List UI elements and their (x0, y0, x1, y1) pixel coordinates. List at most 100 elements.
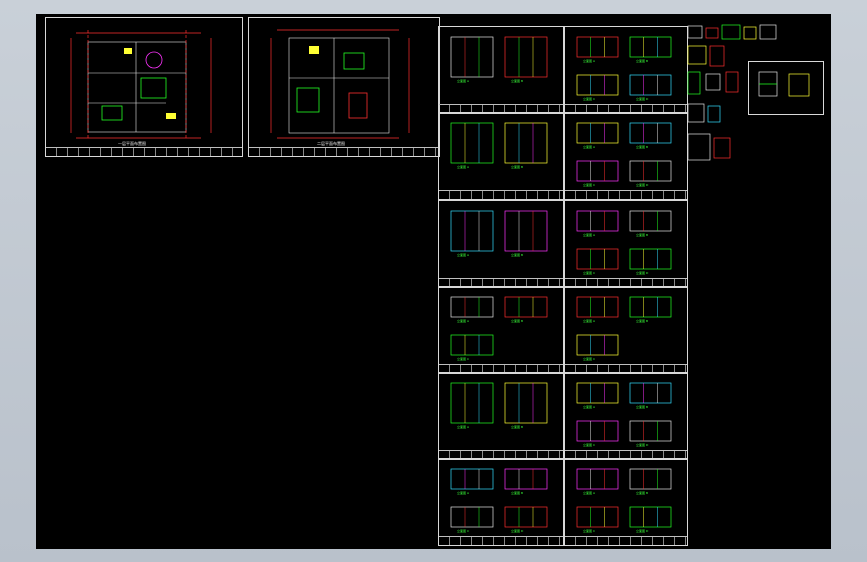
elevation-view-label: 立面图 B (636, 405, 649, 409)
elevation-view-frame (629, 506, 672, 528)
detail-cluster[interactable] (686, 22, 806, 172)
elevation-view-label: 立面图 C (583, 357, 596, 361)
title-block (46, 147, 242, 156)
elevation-view-frame (629, 296, 672, 318)
elevation-view-frame (450, 210, 494, 252)
elevation-view-frame (450, 506, 494, 528)
elevation-view-label: 立面图 A (457, 319, 470, 323)
title-block (439, 190, 563, 199)
elevation-view-label: 立面图 A (583, 59, 596, 63)
floor-plan-drawing-2 (270, 29, 410, 139)
elevation-view-frame (576, 210, 619, 232)
elevation-view-label: 立面图 D (636, 529, 649, 533)
elevation-drawing (576, 122, 672, 182)
elevation-view-frame (629, 248, 672, 270)
elevation-sheet[interactable]: 立面图 A 立面图 B 立面图 C (564, 286, 688, 374)
elevation-view-label: 立面图 A (583, 319, 596, 323)
elevation-view-frame (576, 420, 619, 442)
detail-cluster-drawing (687, 24, 777, 161)
elevation-view-frame (576, 334, 619, 356)
elevation-view-frame (576, 122, 619, 144)
elevation-view-frame (629, 468, 672, 490)
elevation-drawing (450, 382, 548, 424)
elevation-sheet[interactable]: 立面图 A 立面图 B (438, 112, 564, 200)
elevation-view-frame (629, 420, 672, 442)
elevation-view-label: 立面图 B (636, 233, 649, 237)
elevation-view-label: 立面图 C (457, 529, 470, 533)
elevation-view-label: 立面图 A (457, 491, 470, 495)
title-block (439, 364, 563, 373)
elevation-view-label: 立面图 A (457, 79, 470, 83)
elevation-view-label: 立面图 B (636, 319, 649, 323)
elevation-view-label: 立面图 A (583, 233, 596, 237)
elevation-view-label: 立面图 C (457, 357, 470, 361)
elevation-view-label: 立面图 B (511, 253, 524, 257)
title-block (439, 278, 563, 287)
elevation-view-frame (504, 36, 548, 78)
elevation-view-label: 立面图 B (511, 165, 524, 169)
elevation-drawing (576, 36, 672, 96)
elevation-view-frame (504, 296, 548, 318)
title-block (565, 104, 687, 113)
title-block (565, 190, 687, 199)
elevation-view-frame (504, 122, 548, 164)
elevation-sheet[interactable]: 立面图 A 立面图 B (438, 200, 564, 288)
elevation-view-frame (629, 74, 672, 96)
elevation-view-frame (504, 210, 548, 252)
elevation-view-frame (629, 122, 672, 144)
elevation-drawing (450, 36, 548, 78)
elevation-view-label: 立面图 C (583, 271, 596, 275)
title-block (439, 450, 563, 459)
elevation-view-frame (504, 506, 548, 528)
elevation-view-label: 立面图 A (457, 253, 470, 257)
title-block (565, 278, 687, 287)
elevation-view-frame (450, 382, 494, 424)
elevation-view-frame (629, 210, 672, 232)
elevation-view-frame (450, 468, 494, 490)
detail-sheet-small[interactable] (748, 61, 824, 115)
elevation-view-frame (576, 248, 619, 270)
elevation-view-label: 立面图 C (583, 183, 596, 187)
elevation-view-label: 立面图 B (511, 425, 524, 429)
elevation-view-label: 立面图 C (583, 97, 596, 101)
elevation-view-label: 立面图 D (511, 529, 524, 533)
elevation-drawing (576, 382, 672, 442)
elevation-view-frame (576, 296, 619, 318)
elevation-view-frame (450, 296, 494, 318)
floor-plan-sheet-1[interactable]: 一层平面布置图 (45, 17, 243, 157)
elevation-view-label: 立面图 A (457, 165, 470, 169)
title-block (565, 536, 687, 545)
elevation-view-label: 立面图 B (636, 59, 649, 63)
floor-plan-title-2: 二层平面布置图 (317, 141, 345, 146)
elevation-drawing (450, 296, 548, 356)
elevation-drawing (450, 122, 548, 164)
floor-plan-sheet-2[interactable]: 二层平面布置图 (248, 17, 440, 157)
elevation-drawing (576, 210, 672, 270)
elevation-view-frame (450, 36, 494, 78)
elevation-view-frame (576, 468, 619, 490)
elevation-view-frame (576, 382, 619, 404)
elevation-view-frame (576, 74, 619, 96)
elevation-view-label: 立面图 D (636, 271, 649, 275)
elevation-sheet[interactable]: 立面图 A 立面图 B 立面图 C 立面图 D (564, 200, 688, 288)
elevation-view-frame (576, 506, 619, 528)
elevation-view-label: 立面图 D (636, 443, 649, 447)
title-block (439, 104, 563, 113)
elevation-view-frame (504, 382, 548, 424)
elevation-drawing (576, 296, 672, 356)
elevation-view-label: 立面图 B (636, 145, 649, 149)
elevation-view-frame (504, 468, 548, 490)
cad-drawing-viewport[interactable]: 一层平面布置图 二层平面布置图 立面图 A 立面图 B 立面图 A 立面图 B 立面图 … (36, 14, 831, 549)
elevation-view-label: 立面图 B (636, 491, 649, 495)
floor-plan-drawing-1 (70, 30, 212, 140)
elevation-view-label: 立面图 A (583, 491, 596, 495)
elevation-view-frame (450, 334, 494, 356)
